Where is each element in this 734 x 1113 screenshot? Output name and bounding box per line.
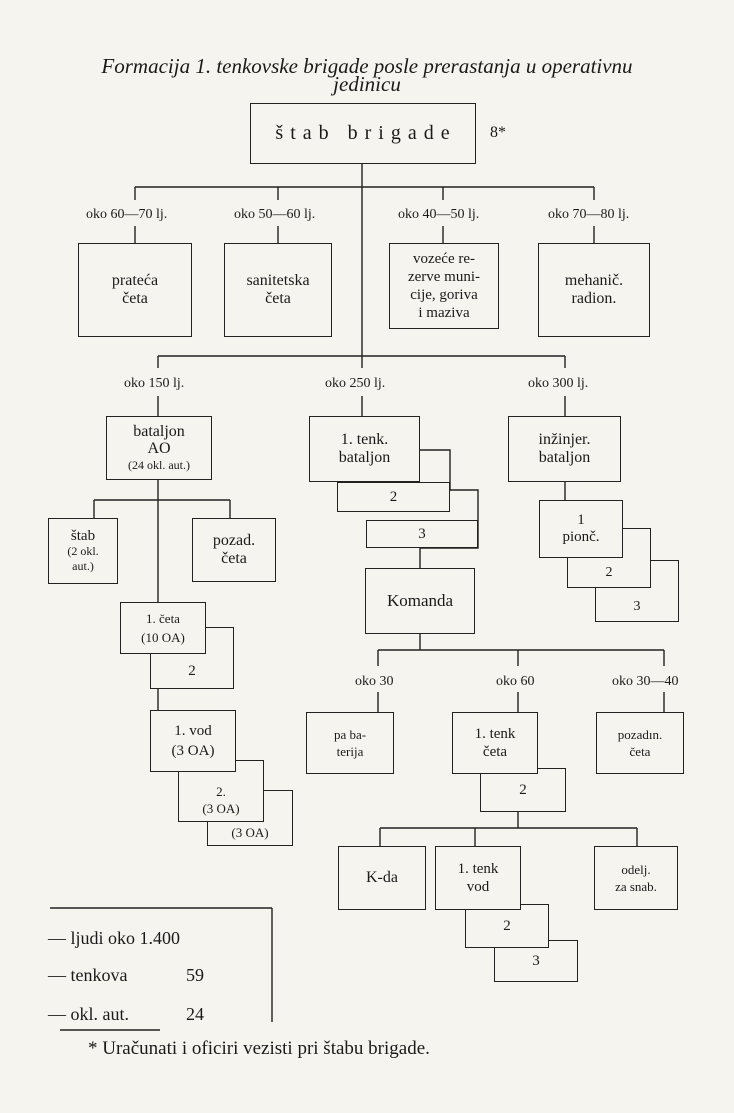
vozece-rezerve-label: vozeće re- zerve muni- cije, goriva i ma… [407, 251, 481, 321]
ao-vod-1-label: 1. vod (3 OA) [171, 723, 215, 759]
k-da-box: K-da [338, 846, 426, 910]
diagram-title-line-2: jedinicu [333, 72, 401, 96]
stab-footnote-mark: 8* [490, 124, 506, 141]
pionc-1-box: 1 pionč. [539, 500, 623, 558]
stab-brigade-label: š t a b b r i g a d e [275, 122, 451, 144]
tenk-vod-1-box: 1. tenk vod [435, 846, 521, 910]
ao-stab-sub: (2 okl. aut.) [67, 543, 99, 573]
sanitetska-ceta-box: sanitetska četa [224, 243, 332, 337]
count-pa-baterija: oko 30 [355, 674, 394, 689]
tenk-bataljon-1-label: 1. tenk. bataljon [338, 431, 391, 466]
prateca-ceta-box: prateća četa [78, 243, 192, 337]
odeljenje-snabdevanje-box: odelj. za snab. [594, 846, 678, 910]
diagram-title-line-1: Formacija 1. tenkovske brigade posle pre… [101, 54, 633, 78]
ao-pozad-ceta-label: pozad. četa [212, 532, 256, 567]
pionc-1-label: 1 pionč. [562, 512, 600, 545]
sanitetska-ceta-label: sanitetska četa [246, 272, 310, 307]
komanda-box: Komanda [365, 568, 475, 634]
pionc-2-label: 2 [605, 565, 613, 580]
tenk-vod-2-box: 2 [465, 904, 549, 948]
tenk-vod-1-label: 1. tenk vod [457, 861, 499, 895]
tenk-bataljon-1-box: 1. tenk. bataljon [309, 416, 420, 482]
ao-stab-label: štab [70, 527, 96, 544]
stab-brigade-box: š t a b b r i g a d e [250, 103, 476, 164]
ao-ceta-2-label: 2 [188, 663, 196, 679]
ao-stab-box: štab (2 okl. aut.) [48, 518, 118, 584]
count-tenk-bataljon: oko 250 lj. [325, 376, 386, 391]
pozadin-ceta-label: pozadın. četa [617, 727, 663, 759]
tenk-bataljon-3-label: 3 [418, 525, 426, 542]
ao-pozad-ceta-box: pozad. četa [192, 518, 276, 582]
prateca-ceta-label: prateća četa [111, 272, 159, 307]
footnote: * Uračunati i oficiri vezisti pri štabu … [88, 1038, 430, 1059]
count-prateca: oko 60—70 lj. [86, 207, 168, 222]
bataljon-ao-sub: (24 okl. aut.) [128, 457, 190, 472]
inzinjer-bataljon-box: inžinjer. bataljon [508, 416, 621, 482]
mehanicka-radionica-label: mehanič. radion. [564, 272, 624, 307]
summary-okl-aut-label: — okl. aut. [48, 1004, 129, 1024]
bataljon-ao-label: bataljon AO [133, 422, 185, 457]
tenk-ceta-1-box: 1. tenk četa [452, 712, 538, 774]
komanda-label: Komanda [386, 591, 454, 610]
count-inzinjer: oko 300 lj. [528, 376, 589, 391]
tenk-bataljon-3-box: 3 [366, 520, 478, 548]
tenk-bataljon-2-label: 2 [389, 488, 398, 505]
tenk-vod-2-label: 2 [503, 917, 511, 934]
ao-ceta-1-box: 1. četa (10 OA) [120, 602, 206, 654]
vozece-rezerve-box: vozeće re- zerve muni- cije, goriva i ma… [389, 243, 499, 329]
tenk-vod-3-label: 3 [532, 952, 540, 969]
count-vozece: oko 40—50 lj. [398, 207, 480, 222]
count-mehanic: oko 70—80 lj. [548, 207, 630, 222]
count-tenk-ceta: oko 60 [496, 674, 535, 689]
ao-vod-2-label: 2. (3 OA) [202, 784, 240, 816]
ao-vod-1-box: 1. vod (3 OA) [150, 710, 236, 772]
ao-ceta-1-label: 1. četa (10 OA) [141, 611, 185, 645]
tenk-ceta-1-label: 1. tenk četa [474, 726, 516, 760]
summary-tenkova-label: — tenkova [48, 965, 128, 985]
pa-baterija-label: pa ba- terija [333, 727, 367, 759]
summary-okl-aut-value: 24 [186, 1004, 204, 1024]
k-da-label: K-da [366, 869, 398, 886]
pa-baterija-box: pa ba- terija [306, 712, 394, 774]
inzinjer-bataljon-label: inžinjer. bataljon [538, 431, 591, 466]
summary-ljudi: — ljudi oko 1.400 [48, 928, 181, 948]
pionc-3-label: 3 [633, 599, 641, 614]
tenk-bataljon-2-box: 2 [337, 482, 450, 512]
count-bataljon-ao: oko 150 lj. [124, 376, 185, 391]
summary-okl-aut: — okl. aut. 24 [48, 1004, 204, 1025]
odeljenje-snabdevanje-label: odelj. za snab. [615, 862, 657, 894]
summary-tenkova: — tenkova 59 [48, 965, 204, 986]
count-sanitetska: oko 50—60 lj. [234, 207, 316, 222]
tenk-ceta-2-label: 2 [519, 781, 527, 798]
bataljon-ao-box: bataljon AO (24 okl. aut.) [106, 416, 212, 480]
summary-tenkova-value: 59 [186, 965, 204, 985]
count-pozadin-ceta: oko 30—40 [612, 674, 679, 689]
pozadin-ceta-box: pozadın. četa [596, 712, 684, 774]
mehanicka-radionica-box: mehanič. radion. [538, 243, 650, 337]
tenk-ceta-2-box: 2 [480, 768, 566, 812]
